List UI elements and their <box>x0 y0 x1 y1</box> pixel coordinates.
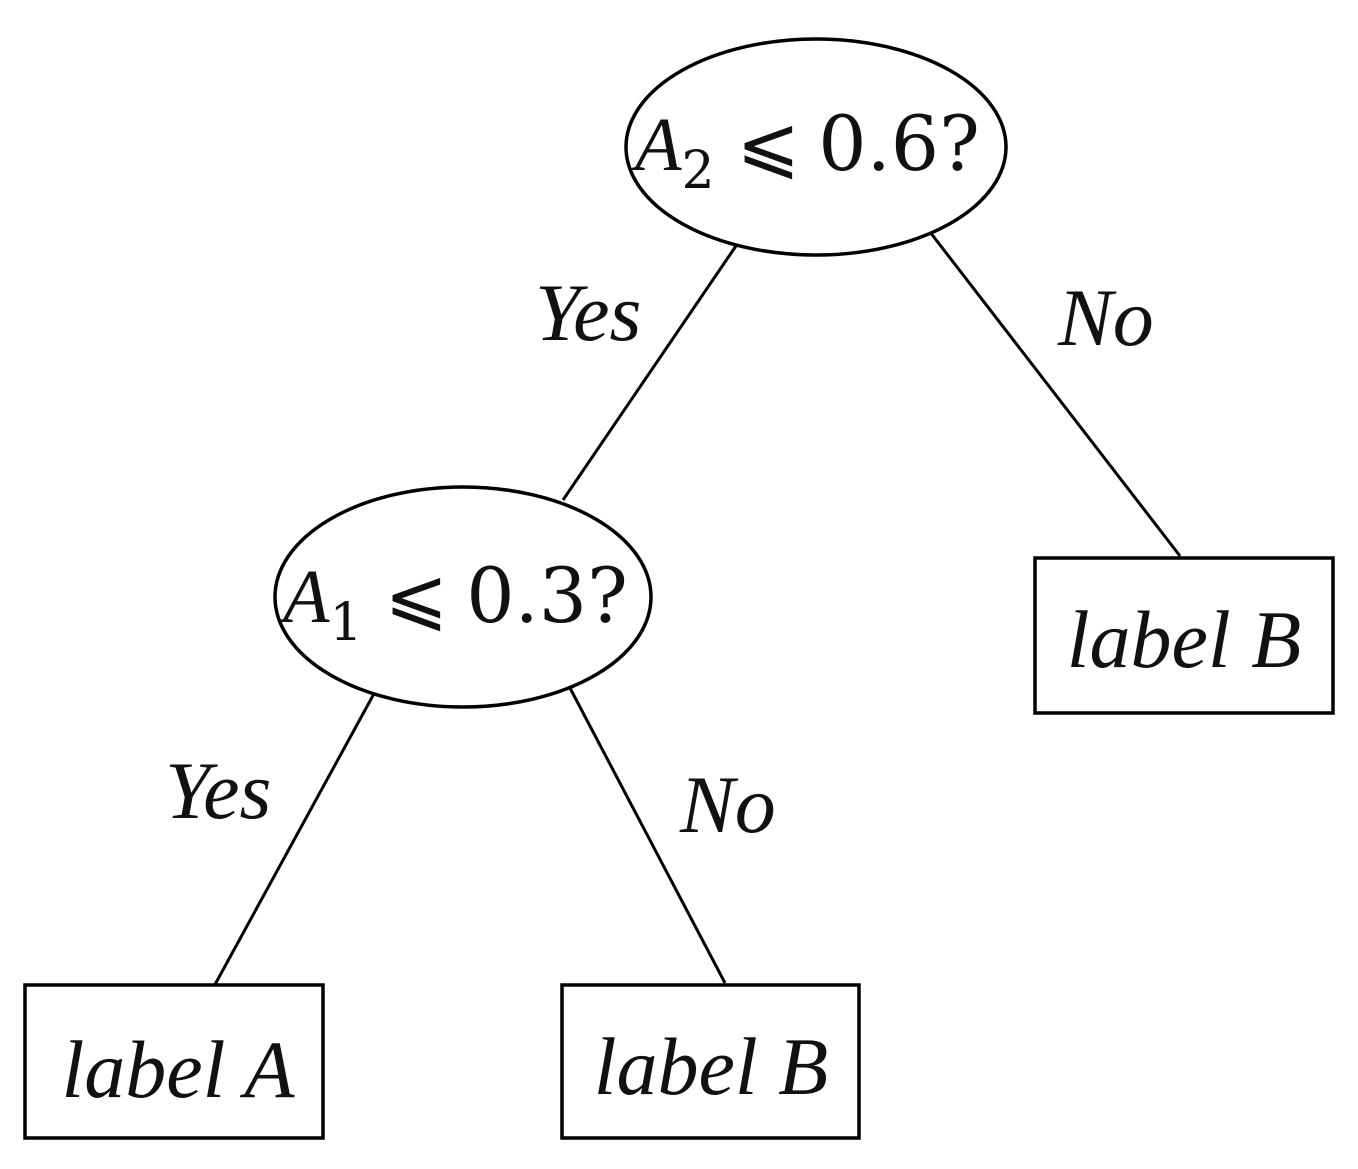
edge-root-yes <box>561 239 742 501</box>
a1-condition: A1 ⩽0.3? <box>278 551 628 653</box>
a1-yes-label: Yes <box>165 745 271 836</box>
root-decision-node: A2 ⩽0.6? <box>624 37 1008 257</box>
root-variable: A <box>630 103 682 187</box>
leaf-bottom-middle-box <box>560 983 861 1140</box>
a1-no-label: No <box>679 759 776 850</box>
a1-variable: A <box>278 555 330 639</box>
a1-subscript: 1 <box>329 593 362 653</box>
leaf-bottom-left: label A <box>23 983 325 1140</box>
root-node-ellipse <box>624 37 1008 257</box>
leaf-bottom-left-label: label A <box>61 1024 295 1115</box>
root-operator: ⩽ <box>737 99 801 188</box>
root-yes-label: Yes <box>535 267 641 358</box>
edge-root-no <box>928 231 1182 557</box>
leaf-right-box <box>1033 556 1335 715</box>
leaf-bottom-middle: label B <box>560 983 861 1140</box>
root-threshold: 0.6? <box>818 99 980 188</box>
root-no-label: No <box>1057 272 1154 363</box>
root-condition: A2 ⩽0.6? <box>630 99 980 201</box>
a1-operator: ⩽ <box>385 551 449 640</box>
edge-a1-yes <box>210 689 378 991</box>
edge-a1-no <box>568 687 727 984</box>
root-subscript: 2 <box>681 141 714 201</box>
leaf-right: label B <box>1033 556 1335 715</box>
leaf-bottom-middle-label: label B <box>594 1021 829 1112</box>
leaf-right-label: label B <box>1067 594 1302 685</box>
a1-node-ellipse <box>273 485 653 709</box>
a1-threshold: 0.3? <box>466 551 628 640</box>
leaf-bottom-left-box <box>23 983 325 1140</box>
a1-decision-node: A1 ⩽0.3? <box>273 485 653 709</box>
